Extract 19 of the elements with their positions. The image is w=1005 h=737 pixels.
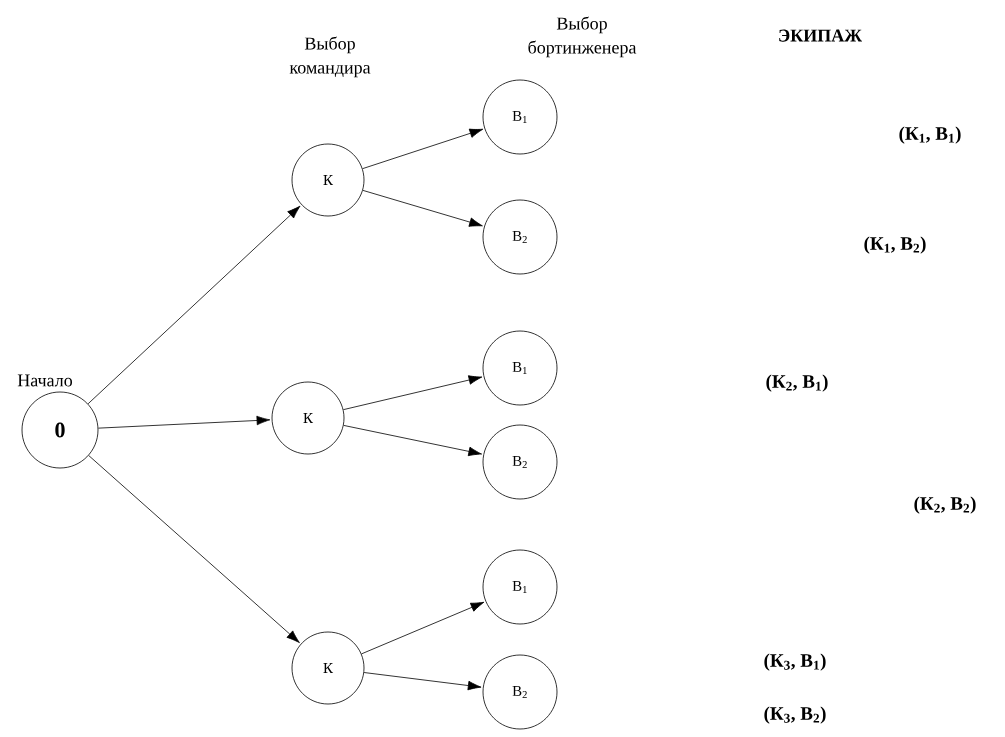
- heading: ЭКИПАЖ: [779, 29, 862, 42]
- label-text: Выбор командира: [289, 36, 371, 78]
- pair-label: (К$_{1}$, В$_{1}$): [899, 126, 961, 144]
- pair-label: (К$_{2}$, В$_{1}$): [766, 374, 828, 392]
- node-caption: Начало: [17, 374, 73, 387]
- arrow: [343, 425, 482, 457]
- arrow: [361, 601, 485, 655]
- arrow: [362, 189, 483, 227]
- arrow: [362, 128, 484, 170]
- arrow: [88, 455, 300, 643]
- label-text: Выбор бортинженера: [528, 16, 637, 58]
- arrow: [343, 375, 483, 411]
- pair-label: (К$_{3}$, В$_{2}$): [764, 706, 826, 724]
- arrow: [97, 415, 271, 429]
- arrow: [363, 672, 482, 691]
- arrow: [87, 205, 301, 405]
- pair-label: (К$_{2}$, В$_{2}$): [914, 496, 976, 514]
- pair-label: (К$_{1}$, В$_{2}$): [864, 236, 926, 254]
- pair-label: (К$_{3}$, В$_{1}$): [764, 653, 826, 671]
